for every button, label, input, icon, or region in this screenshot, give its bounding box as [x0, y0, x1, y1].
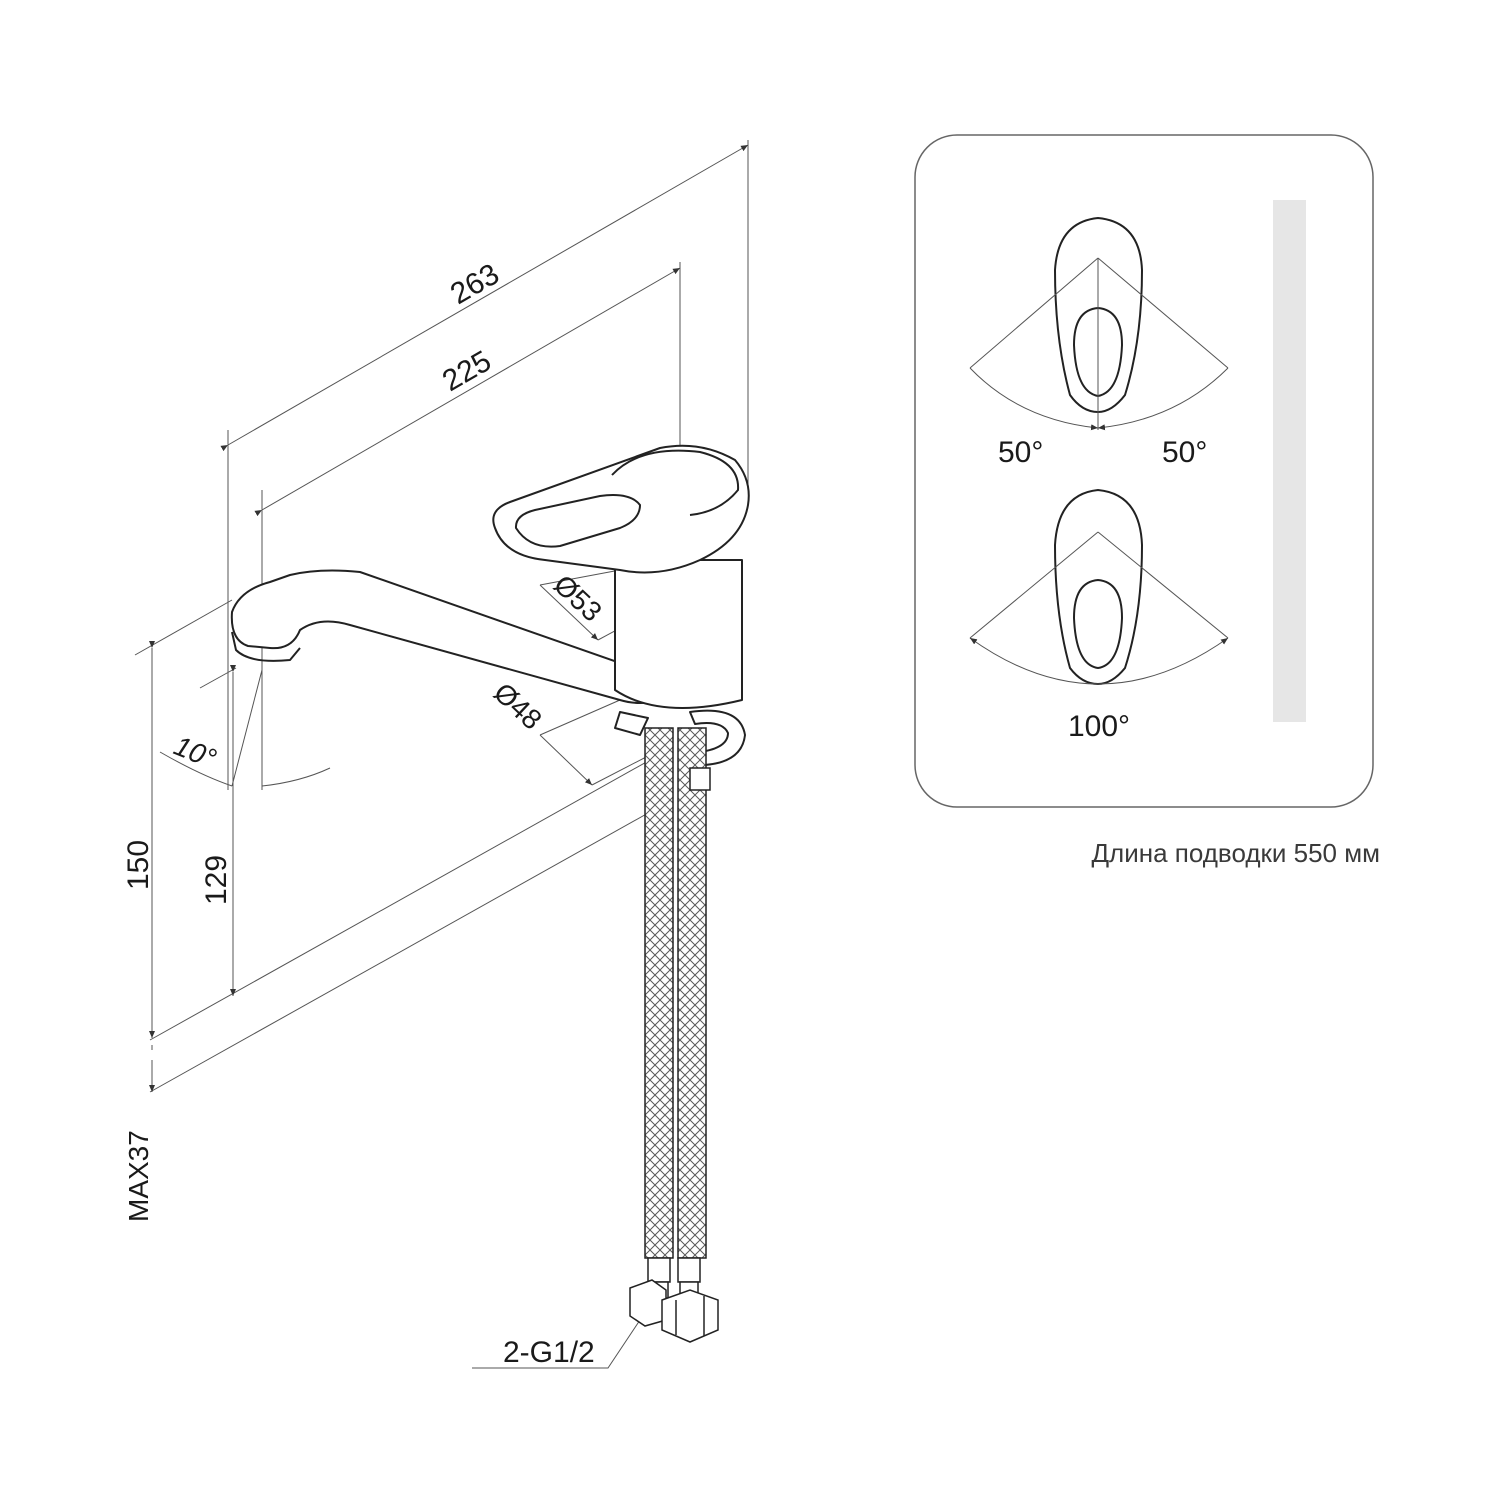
angle-total: 100°: [1068, 710, 1130, 743]
dimension-lines: [134, 140, 749, 1369]
inset-frame: [914, 134, 1374, 808]
dim-total-height: 150: [122, 840, 155, 890]
body-cylinder: [614, 559, 743, 709]
inset-side-bar: [1273, 200, 1306, 722]
rotation-inset: 50° 50° 100°: [914, 134, 1374, 808]
handle-slot: [514, 494, 641, 548]
dim-total-reach: 263: [445, 257, 505, 311]
angle-right: 50°: [1162, 436, 1207, 469]
dim-diameter-base: Ø48: [488, 677, 548, 736]
dim-spout-reach: 225: [437, 344, 497, 398]
hose-left: [644, 727, 674, 1259]
dim-spout-height: 129: [200, 855, 233, 905]
hose-right: [677, 727, 707, 1259]
dim-max-thickness: MAX37: [123, 1130, 154, 1222]
dim-spout-angle: 10°: [170, 730, 221, 775]
dim-diameter-body: Ø53: [548, 569, 608, 628]
spout: [230, 569, 663, 704]
supply-hoses: [629, 727, 719, 1343]
dim-connection: 2-G1/2: [503, 1336, 595, 1369]
nut-right: [661, 1289, 719, 1343]
nut-left: [629, 1279, 667, 1327]
faucet: [230, 444, 750, 766]
hose-length-caption: Длина подводки 550 мм: [1091, 838, 1380, 868]
angle-left: 50°: [998, 436, 1043, 469]
